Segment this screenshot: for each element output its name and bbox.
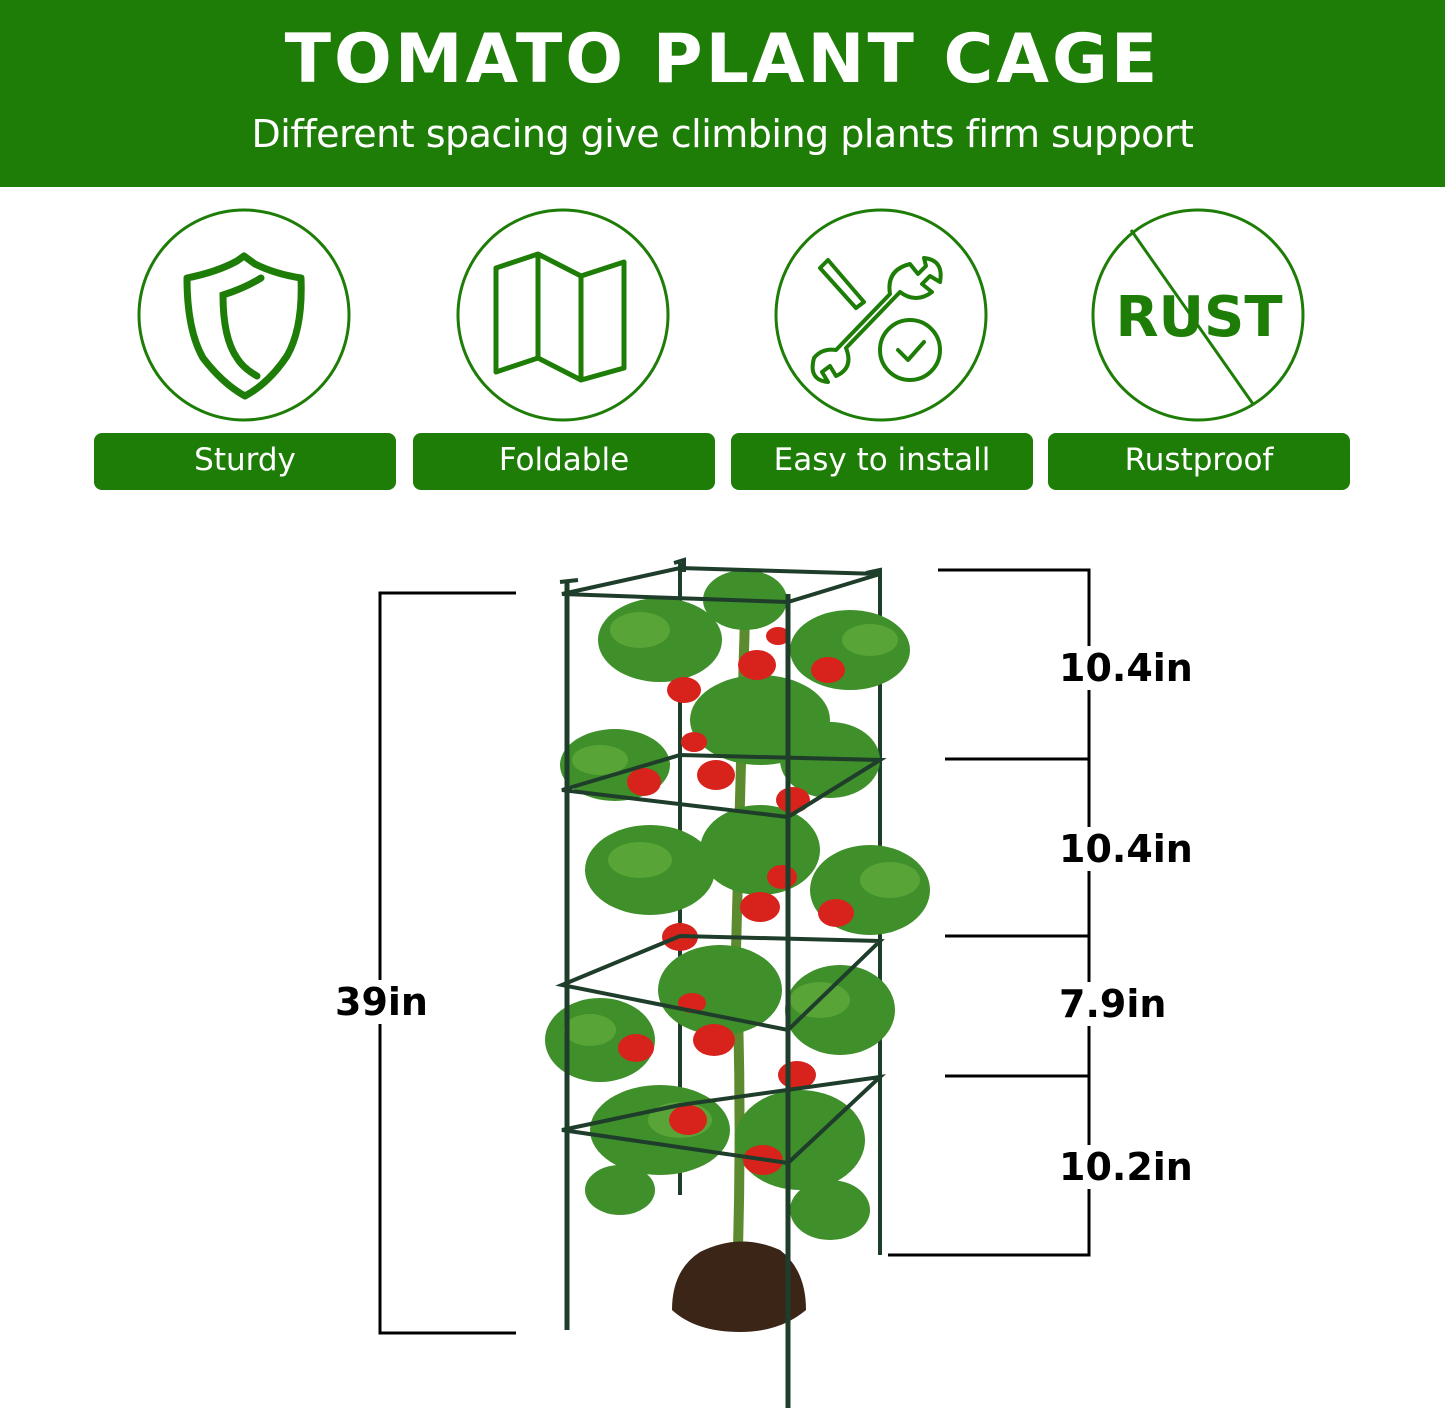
feature-rustproof: RUST Rustproof <box>1048 208 1350 491</box>
feature-label: Sturdy <box>94 433 396 490</box>
feature-foldable: Foldable <box>413 208 715 491</box>
feature-label: Easy to install <box>731 433 1033 490</box>
dimension-diagram <box>0 540 1445 1413</box>
no-rust-icon: RUST <box>1091 208 1305 422</box>
feature-sturdy: Sturdy <box>94 208 396 491</box>
section-3-height-label: 7.9in <box>1059 982 1167 1026</box>
shield-icon <box>137 208 351 422</box>
feature-easy-install: Easy to install <box>731 208 1033 491</box>
total-height-label: 39in <box>335 980 428 1024</box>
folded-map-icon <box>456 208 670 422</box>
page-subtitle: Different spacing give climbing plants f… <box>251 112 1194 156</box>
header-banner: TOMATO PLANT CAGE Different spacing give… <box>0 0 1445 187</box>
feature-label: Rustproof <box>1048 433 1350 490</box>
dimension-lines <box>378 568 1091 1335</box>
section-2-height-label: 10.4in <box>1059 827 1193 871</box>
page-title: TOMATO PLANT CAGE <box>284 20 1161 99</box>
tools-check-icon <box>774 208 988 422</box>
tomato-cage-product-image <box>545 557 930 1408</box>
rust-text: RUST <box>1115 285 1282 350</box>
section-1-height-label: 10.4in <box>1059 646 1193 690</box>
feature-label: Foldable <box>413 433 715 490</box>
section-4-height-label: 10.2in <box>1059 1145 1193 1189</box>
